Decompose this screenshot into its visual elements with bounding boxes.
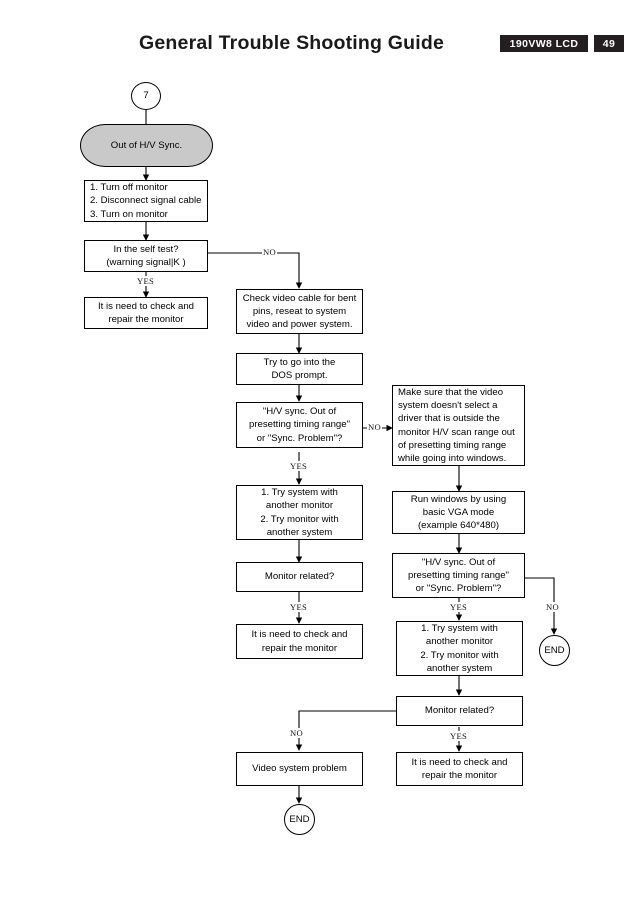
node-try-system-1: 1. Try system with another monitor 2. Tr… — [236, 485, 363, 540]
node-video-system-problem: Video system problem — [236, 752, 363, 786]
node-try-system-2: 1. Try system with another monitor 2. Tr… — [396, 621, 523, 676]
node-repair-monitor-3-label: It is need to check and repair the monit… — [411, 756, 508, 781]
edge-label-sync2-no: NO — [545, 602, 561, 612]
node-sync-question-1-label: "H/V sync. Out of presetting timing rang… — [249, 406, 350, 444]
edge-label-sync2-yes: YES — [449, 602, 469, 612]
edge-label-self-test-yes: YES — [136, 276, 156, 286]
edge-label-monitor-related-2-yes: YES — [449, 731, 469, 741]
model-badge: 190VW8 LCD — [500, 35, 588, 52]
node-power-cycle: 1. Turn off monitor 2. Disconnect signal… — [84, 180, 208, 222]
node-power-cycle-label: 1. Turn off monitor 2. Disconnect signal… — [90, 182, 202, 220]
node-end-bottom: END — [284, 804, 315, 835]
node-start: Out of H/V Sync. — [80, 124, 213, 167]
node-video-system-problem-label: Video system problem — [252, 763, 347, 775]
node-repair-monitor-3: It is need to check and repair the monit… — [396, 752, 523, 786]
node-run-windows-vga-label: Run windows by using basic VGA mode (exa… — [410, 493, 507, 532]
connector-in-label: 7 — [143, 90, 149, 102]
connector-in-7: 7 — [131, 82, 161, 110]
node-repair-monitor-2: It is need to check and repair the monit… — [236, 624, 363, 659]
node-monitor-related-2-label: Monitor related? — [424, 705, 495, 717]
page-number-badge: 49 — [594, 35, 624, 52]
node-dos-prompt: Try to go into the DOS prompt. — [236, 353, 363, 385]
node-sync-question-1: "H/V sync. Out of presetting timing rang… — [236, 402, 363, 448]
node-check-video-cable-label: Check video cable for bent pins, reseat … — [242, 292, 357, 331]
node-repair-monitor-1: It is need to check and repair the monit… — [84, 297, 208, 329]
node-monitor-related-2: Monitor related? — [396, 696, 523, 726]
node-self-test-label: In the self test? (warning signal|K ) — [106, 243, 186, 268]
edge-label-sync1-no: NO — [367, 422, 383, 432]
node-try-system-1-label: 1. Try system with another monitor 2. Tr… — [260, 487, 339, 538]
node-end-right: END — [539, 635, 570, 666]
node-make-sure-driver: Make sure that the video system doesn't … — [392, 385, 525, 466]
node-sync-question-2-label: "H/V sync. Out of presetting timing rang… — [408, 556, 509, 595]
node-make-sure-driver-label: Make sure that the video system doesn't … — [398, 386, 515, 464]
node-repair-monitor-2-label: It is need to check and repair the monit… — [251, 629, 348, 654]
edge-label-sync1-yes: YES — [289, 461, 309, 471]
node-end-bottom-label: END — [289, 813, 310, 825]
node-start-label: Out of H/V Sync. — [110, 139, 183, 151]
node-try-system-2-label: 1. Try system with another monitor 2. Tr… — [420, 623, 499, 674]
node-monitor-related-1-label: Monitor related? — [264, 571, 335, 583]
page-title: General Trouble Shooting Guide — [139, 32, 445, 54]
node-end-right-label: END — [544, 644, 565, 656]
node-sync-question-2: "H/V sync. Out of presetting timing rang… — [392, 553, 525, 598]
edge-label-self-test-no: NO — [262, 247, 278, 257]
node-check-video-cable: Check video cable for bent pins, reseat … — [236, 289, 363, 334]
edge-label-monitor-related-2-no: NO — [289, 728, 305, 738]
node-run-windows-vga: Run windows by using basic VGA mode (exa… — [392, 491, 525, 534]
edge-label-monitor-related-1-yes: YES — [289, 602, 309, 612]
node-self-test: In the self test? (warning signal|K ) — [84, 240, 208, 272]
node-dos-prompt-label: Try to go into the DOS prompt. — [263, 356, 336, 381]
node-monitor-related-1: Monitor related? — [236, 562, 363, 592]
node-repair-monitor-1-label: It is need to check and repair the monit… — [98, 300, 194, 325]
